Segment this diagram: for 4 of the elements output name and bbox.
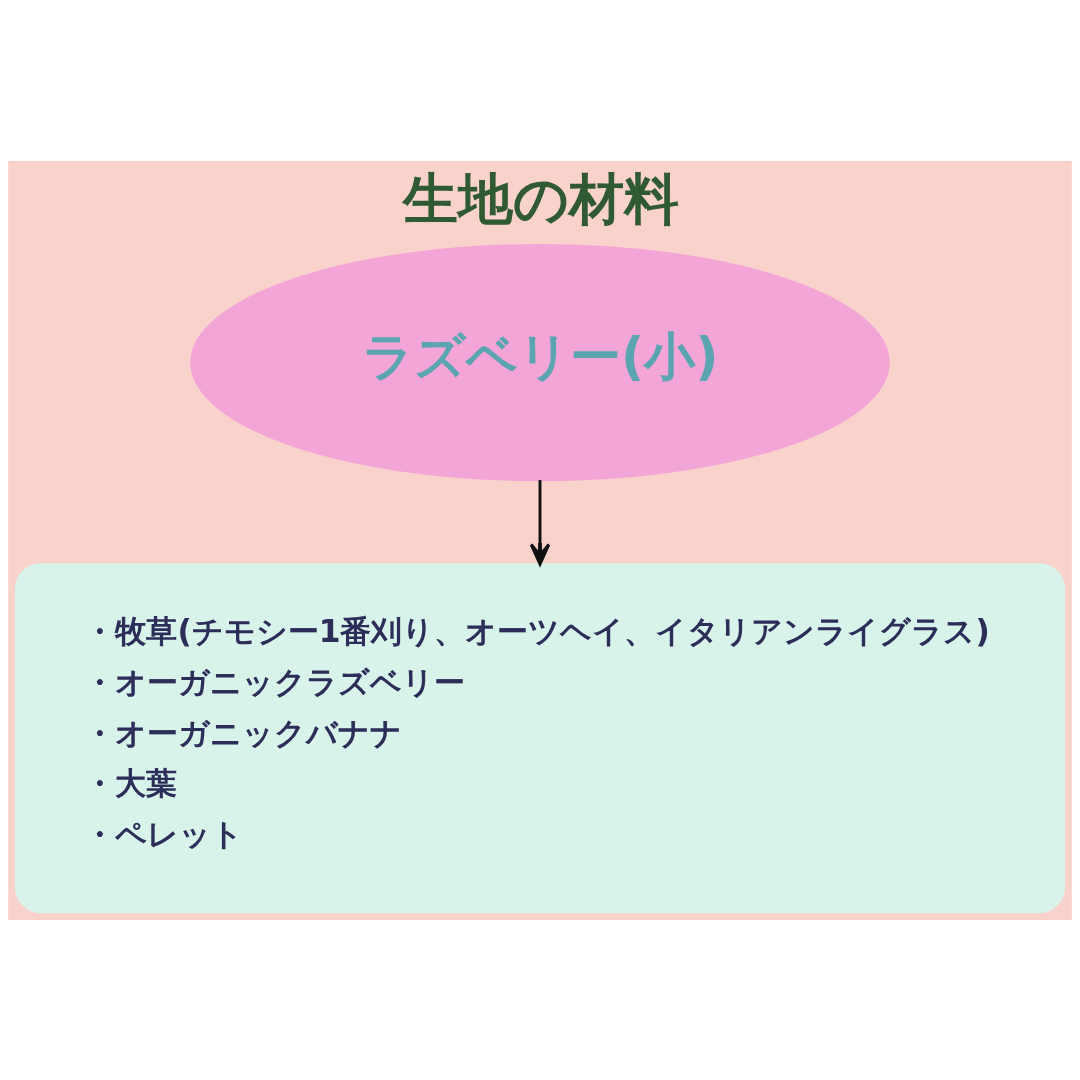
node-box: ・牧草(チモシー1番刈り、オーツヘイ、イタリアンライグラス) ・オーガニックラズベリー ・オーガニックバナナ ・大葉 ・ペレット — [15, 562, 1065, 913]
diagram-title: 生地の材料 — [403, 166, 680, 231]
arrow — [529, 479, 551, 566]
node-ellipse: ラズベリー(小) — [190, 243, 890, 481]
